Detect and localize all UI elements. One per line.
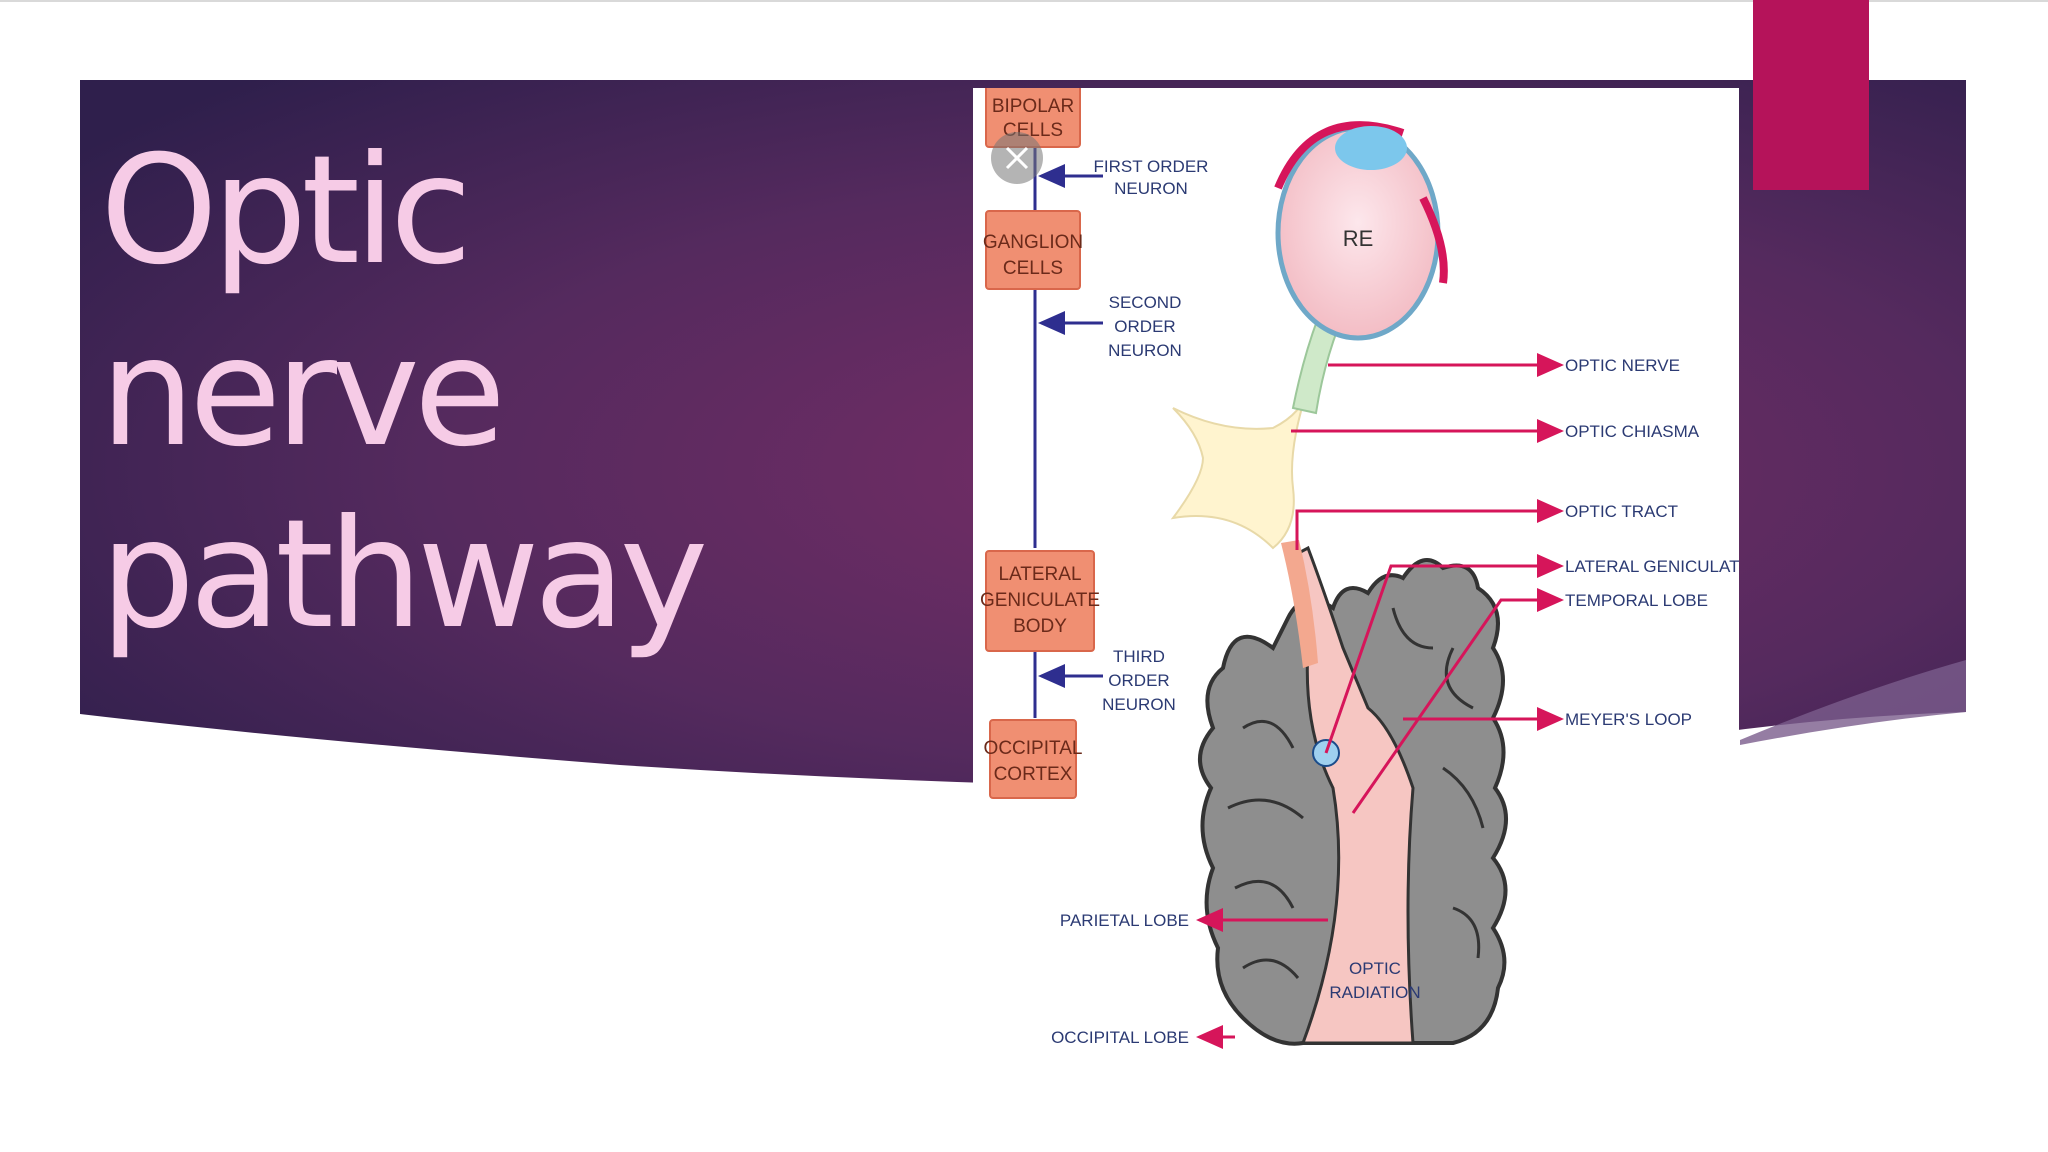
eye-label: RE (1343, 226, 1374, 251)
title-line-2: nerve (100, 306, 506, 480)
optic-radiation-line1: OPTIC (1349, 959, 1401, 978)
third-order-line2: ORDER (1108, 671, 1169, 690)
third-order-line3: NEURON (1102, 695, 1176, 714)
box-occipital-line2: CORTEX (994, 764, 1073, 785)
box-ganglion-line1: GANGLION (983, 232, 1083, 253)
box-bipolar-cells: BIPOLAR CELLS (985, 88, 1081, 148)
eye-illustration: RE (1274, 121, 1448, 341)
box-bipolar-line1: BIPOLAR (992, 96, 1074, 117)
optic-tract-shape (1281, 540, 1318, 668)
box-lgb-line1: LATERAL (998, 564, 1081, 585)
box-lateral-geniculate-body: LATERAL GENICULATE BODY (980, 550, 1100, 652)
label-meyers-loop: MEYER'S LOOP (1565, 710, 1692, 729)
label-occipital-lobe: OCCIPITAL LOBE (1051, 1028, 1189, 1047)
box-occipital-cortex: OCCIPITAL CORTEX (984, 719, 1083, 799)
box-occipital-line1: OCCIPITAL (984, 738, 1083, 759)
box-ganglion-cells: GANGLION CELLS (983, 210, 1083, 290)
second-order-line3: NEURON (1108, 341, 1182, 360)
label-optic-tract: OPTIC TRACT (1565, 502, 1678, 521)
slide-title: Optic nerve pathway (100, 120, 960, 666)
label-lateral-geniculate-body: LATERAL GENICULATE BODY (1565, 557, 1739, 576)
box-ganglion-line2: CELLS (1003, 258, 1063, 279)
optic-radiation-line2: RADIATION (1329, 983, 1420, 1002)
label-temporal-lobe: TEMPORAL LOBE (1565, 591, 1708, 610)
label-optic-nerve: OPTIC NERVE (1565, 356, 1680, 375)
first-order-line2: NEURON (1114, 179, 1188, 198)
optic-pathway-diagram: BIPOLAR CELLS GANGLION CELLS LATERAL GEN… (973, 88, 1739, 1090)
optic-nerve-shape (1291, 316, 1340, 415)
third-order-line1: THIRD (1113, 647, 1165, 666)
label-optic-chiasma: OPTIC CHIASMA (1565, 422, 1700, 441)
optic-radiation-shape (1287, 545, 1415, 1045)
second-order-line1: SECOND (1109, 293, 1182, 312)
accent-tab (1753, 0, 1869, 190)
lgb-arrow (1324, 554, 1564, 754)
top-divider (0, 0, 2048, 2)
label-parietal-lobe: PARIETAL LOBE (1060, 911, 1189, 930)
second-order-neuron-label: SECOND ORDER NEURON (1108, 293, 1182, 360)
close-icon[interactable] (991, 132, 1043, 184)
second-order-line2: ORDER (1114, 317, 1175, 336)
third-order-neuron-label: THIRD ORDER NEURON (1102, 647, 1176, 714)
box-lgb-line2: GENICULATE (980, 590, 1100, 611)
optic-chiasma-shape (1170, 387, 1309, 550)
diagram-canvas: BIPOLAR CELLS GANGLION CELLS LATERAL GEN… (980, 88, 1739, 1049)
optic-tract-arrow (1295, 499, 1564, 550)
first-order-neuron-label: FIRST ORDER NEURON (1094, 157, 1209, 198)
first-order-line1: FIRST ORDER (1094, 157, 1209, 176)
title-line-1: Optic (100, 124, 472, 298)
title-line-3: pathway (100, 488, 708, 662)
box-lgb-line3: BODY (1013, 616, 1067, 637)
temporal-lobe-arrow (1351, 588, 1564, 814)
